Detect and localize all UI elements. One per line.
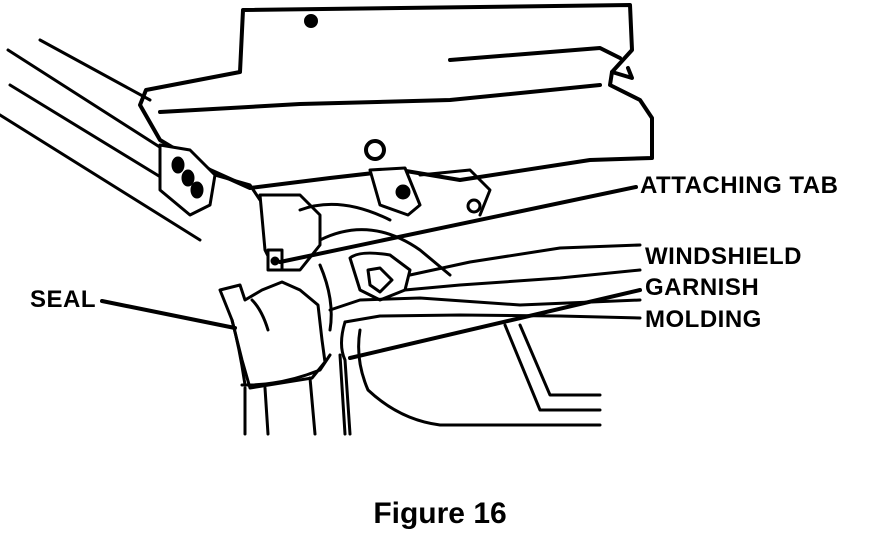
sun-visor xyxy=(138,3,654,190)
windshield-garnish-molding-label-line-3: MOLDING xyxy=(645,306,762,333)
inner-panel xyxy=(298,202,642,332)
pillar-seal xyxy=(218,280,347,436)
seal-label: SEAL xyxy=(30,286,97,313)
attaching-tab-label: ATTACHING TAB xyxy=(640,172,839,199)
garnish-molding xyxy=(328,296,642,436)
windshield-garnish-molding-label-line-1: WINDSHIELD xyxy=(645,243,802,270)
seal-leader xyxy=(100,299,237,330)
figure-caption: Figure 16 xyxy=(373,497,507,530)
attaching-tab-leader xyxy=(278,185,638,264)
garnish-molding-leader xyxy=(348,288,642,360)
roof-rail xyxy=(0,38,262,242)
leader-lines xyxy=(100,185,642,360)
windshield-garnish-molding-label-line-2: GARNISH xyxy=(645,274,760,301)
attaching-tab-bracket xyxy=(258,166,492,272)
